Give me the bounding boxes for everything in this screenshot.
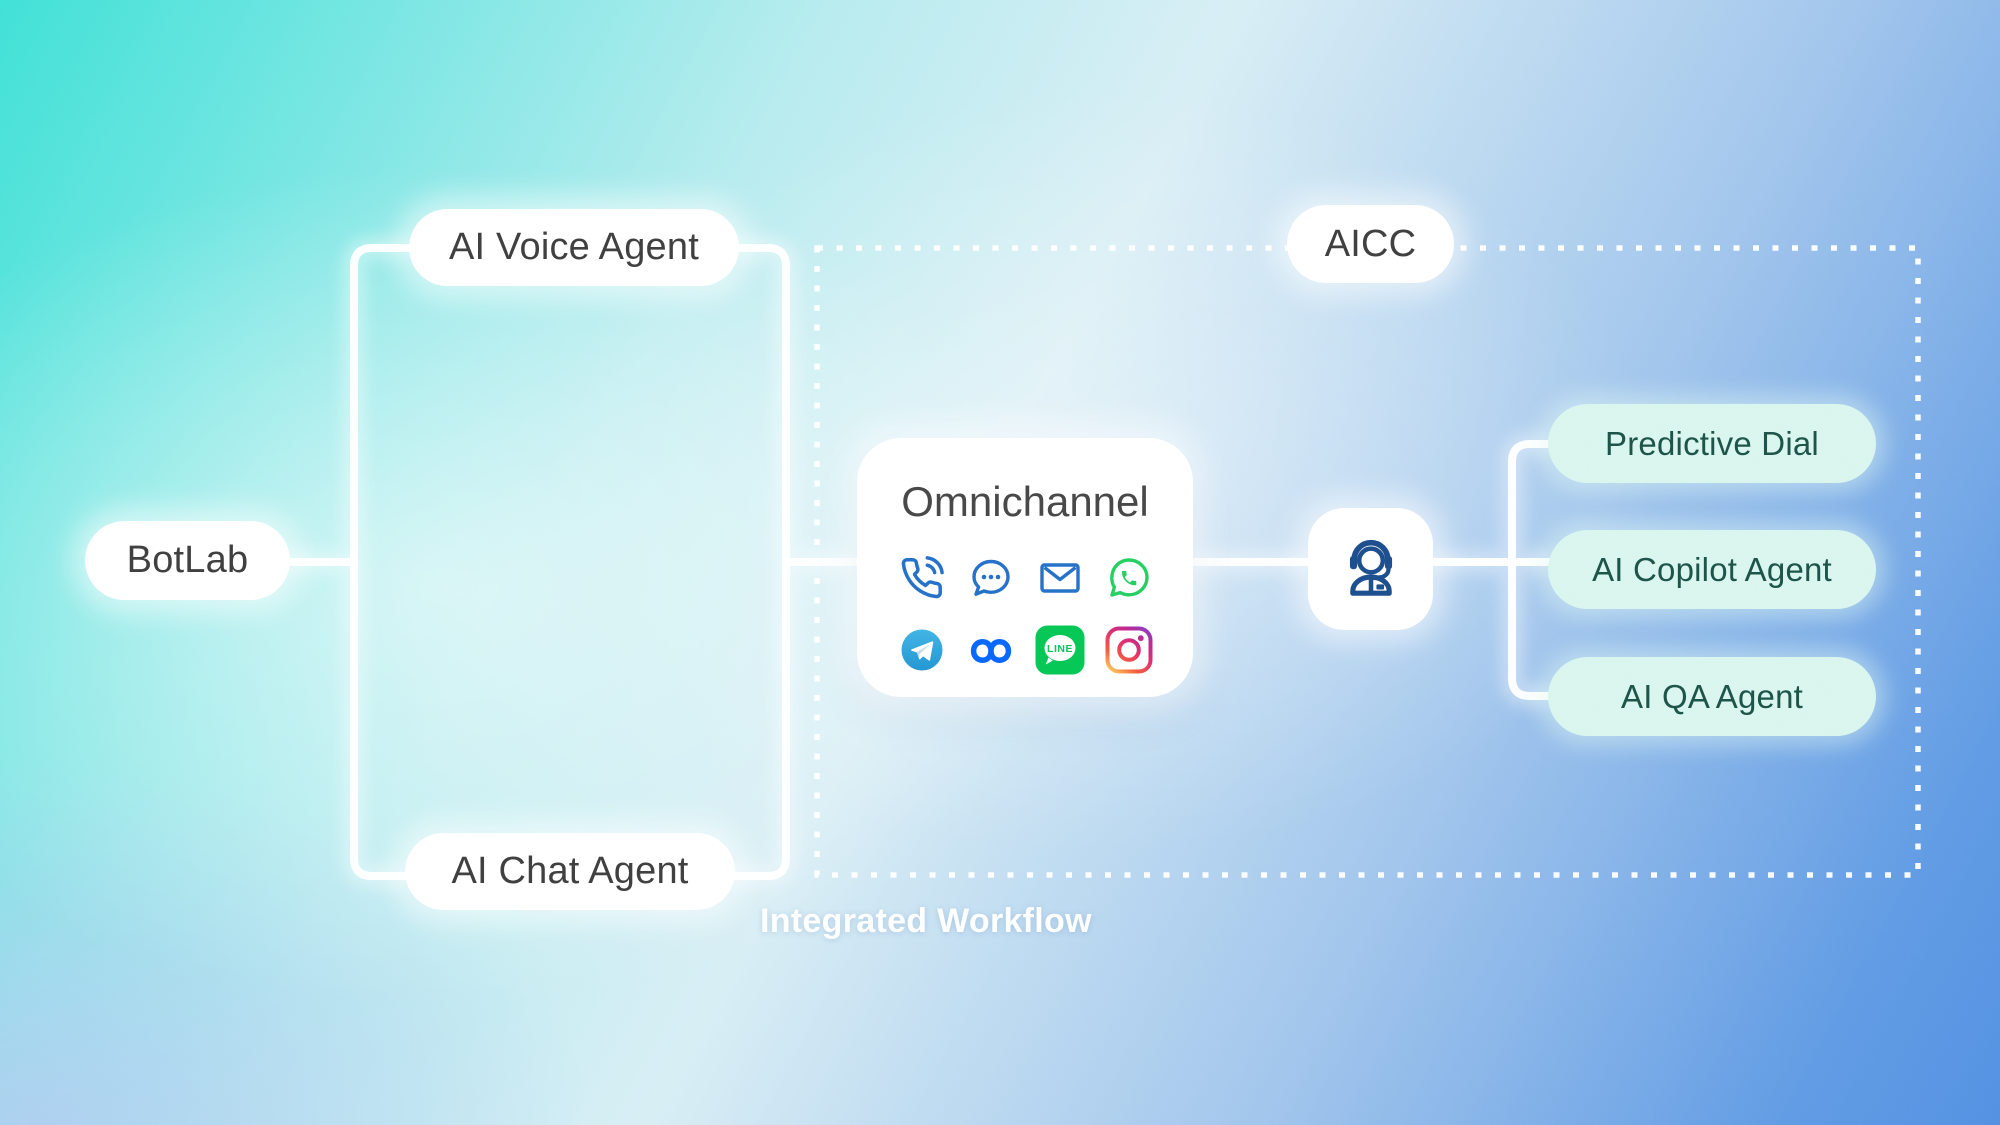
email-icon	[1039, 563, 1080, 593]
copilot-agent-node: AI Copilot Agent	[1548, 530, 1876, 609]
workflow-caption: Integrated Workflow	[760, 902, 1092, 940]
voice-agent-label: AI Voice Agent	[449, 226, 699, 268]
phone-icon	[901, 556, 944, 599]
copilot-agent-label: AI Copilot Agent	[1592, 550, 1832, 588]
channel-row-1	[896, 552, 1155, 604]
telegram-icon	[901, 629, 942, 671]
chat-agent-label: AI Chat Agent	[451, 850, 689, 892]
voice-agent-node: AI Voice Agent	[409, 209, 739, 286]
line-icon: LINE	[1035, 625, 1084, 675]
support-agent-node	[1308, 508, 1433, 630]
omnichannel-card: Omnichannel	[857, 438, 1193, 697]
botlab-label: BotLab	[126, 539, 249, 581]
instagram-icon	[1105, 626, 1152, 674]
predictive-dial-node: Predictive Dial	[1548, 404, 1876, 483]
aicc-label: AICC	[1324, 222, 1417, 265]
meta-icon	[970, 639, 1011, 663]
botlab-node: BotLab	[85, 521, 290, 600]
whatsapp-icon	[1109, 558, 1149, 597]
aicc-node: AICC	[1287, 205, 1454, 283]
chat-agent-node: AI Chat Agent	[405, 833, 735, 910]
qa-agent-node: AI QA Agent	[1548, 657, 1876, 736]
chat-bubble-icon	[971, 559, 1010, 596]
predictive-dial-label: Predictive Dial	[1605, 424, 1819, 462]
support-agent-icon	[1349, 539, 1392, 596]
channel-row-2: LINE	[896, 624, 1155, 676]
omnichannel-title: Omnichannel	[901, 478, 1149, 525]
channel-grid: LINE	[896, 552, 1155, 676]
qa-agent-label: AI QA Agent	[1621, 677, 1803, 715]
line-badge-text: LINE	[1047, 643, 1073, 655]
